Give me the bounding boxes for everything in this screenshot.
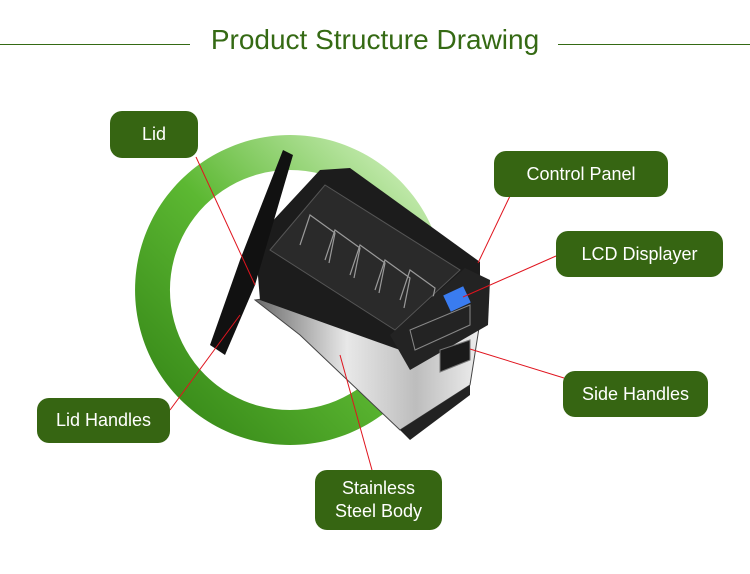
label-lcd-displayer: LCD Displayer xyxy=(556,231,723,277)
lid xyxy=(210,150,293,355)
title-rule-right xyxy=(558,44,750,45)
label-lid-handles: Lid Handles xyxy=(37,398,170,443)
appliance xyxy=(210,150,490,440)
page-title: Product Structure Drawing xyxy=(0,24,750,56)
body-label-line1: Stainless xyxy=(341,478,416,498)
label-side-handles: Side Handles xyxy=(563,371,708,417)
body-label-line2: Steel Body xyxy=(334,501,423,521)
leader-lines xyxy=(169,156,565,471)
label-stainless-steel-body: Stainless Steel Body xyxy=(315,470,442,530)
label-control-panel: Control Panel xyxy=(494,151,668,197)
title-rule-left xyxy=(0,44,190,45)
label-lid: Lid xyxy=(110,111,198,158)
